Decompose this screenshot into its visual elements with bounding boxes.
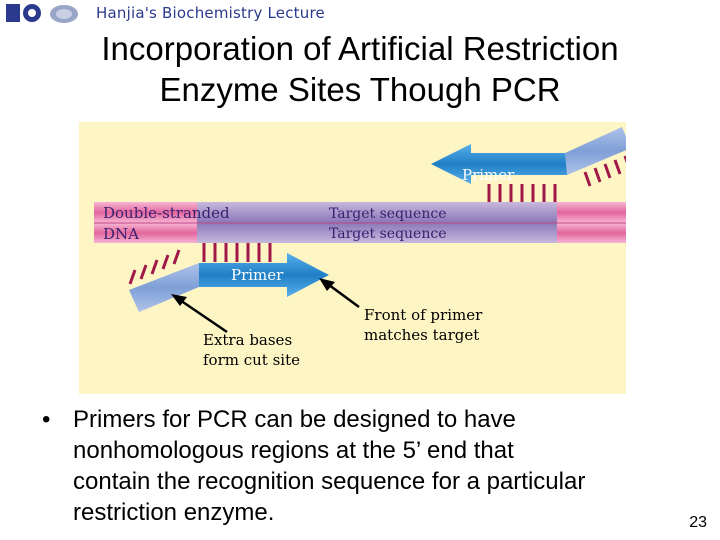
bottom-primer-tail	[129, 263, 199, 312]
dna-label-line-2: DNA	[103, 225, 139, 243]
bullet-line-1: Primers for PCR can be designed to have	[73, 406, 516, 433]
bullet-line-2: nonhomologous regions at the 5’ end that	[73, 437, 514, 464]
bottom-primer-arrow	[199, 253, 329, 297]
slide-title: Incorporation of Artificial Restriction …	[40, 28, 680, 110]
top-tail-bases	[583, 155, 626, 187]
sea-turtle-logo-icon	[4, 2, 92, 26]
page-number: 23	[689, 514, 707, 531]
callout-right-line-2: matches target	[364, 326, 479, 344]
title-line-1: Incorporation of Artificial Restriction	[101, 30, 619, 67]
top-primer-tail	[565, 127, 626, 175]
dna-label-line-1: Double-stranded	[103, 204, 230, 222]
callout-right-arrow	[319, 278, 360, 309]
target-sequence-bottom: Target sequence	[329, 226, 447, 242]
bottom-primer-bases	[202, 243, 272, 262]
lecture-label: Hanjia's Biochemistry Lecture	[96, 4, 325, 22]
top-primer-bases	[487, 184, 557, 202]
title-line-2: Enzyme Sites Though PCR	[159, 71, 561, 108]
target-sequence-top: Target sequence	[329, 206, 447, 222]
bullet-line-3: contain the recognition sequence for a p…	[73, 468, 586, 495]
bullet-text: Primers for PCR can be designed to have …	[73, 404, 693, 528]
top-primer-arrow	[431, 144, 567, 184]
bullet-dot: •	[42, 406, 51, 433]
bottom-primer-label: Primer	[231, 266, 284, 284]
callout-right-line-1: Front of primer	[364, 306, 483, 324]
callout-left-line-1: Extra bases	[203, 331, 292, 349]
pcr-primer-diagram: Primer Primer Double-stranded DNA Target…	[79, 122, 626, 394]
top-primer-label: Primer	[462, 166, 515, 184]
callout-left-line-2: form cut site	[203, 351, 300, 369]
bullet-line-4: restriction enzyme.	[73, 499, 275, 526]
callout-left-arrow	[171, 294, 228, 334]
bottom-tail-bases	[128, 249, 181, 285]
